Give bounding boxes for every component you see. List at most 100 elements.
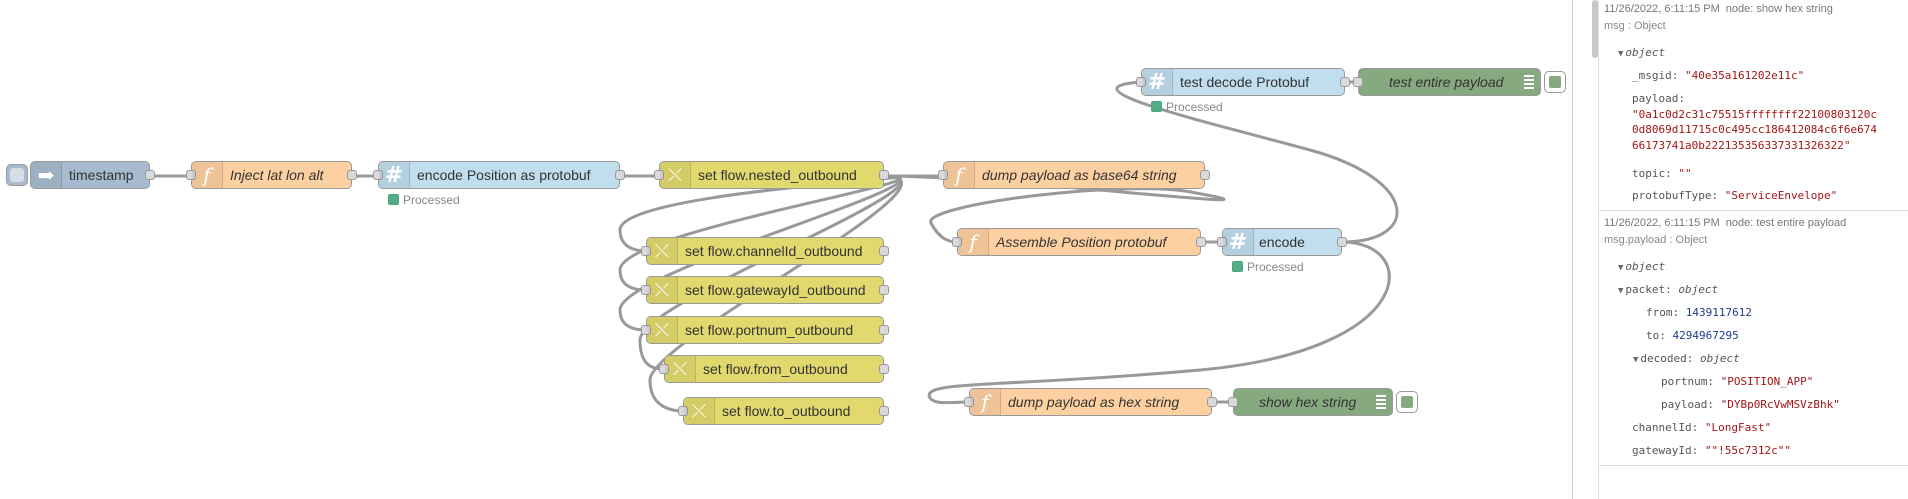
- output-port[interactable]: [1200, 170, 1210, 180]
- output-port[interactable]: [1337, 237, 1347, 247]
- timestamp-label: timestamp: [69, 167, 134, 183]
- tree-root[interactable]: ▼object: [1618, 46, 1666, 59]
- hash-icon: #: [379, 162, 410, 188]
- output-port[interactable]: [1196, 237, 1206, 247]
- test-decode-protobuf-node[interactable]: # test decode Protobuf: [1136, 68, 1350, 96]
- dump-hex-label: dump payload as hex string: [1008, 394, 1180, 410]
- input-port[interactable]: [1353, 77, 1363, 87]
- test-decode-protobuf-label: test decode Protobuf: [1180, 74, 1310, 90]
- tree-row: protobufType: "ServiceEnvelope": [1632, 189, 1838, 202]
- debug-message-1: 11/26/2022, 6:11:15 PM node: show hex str…: [1604, 3, 1904, 32]
- status-dot: [1151, 101, 1162, 112]
- function-icon: f: [970, 389, 1001, 415]
- tree-row-packet[interactable]: ▼packet: object: [1618, 283, 1719, 296]
- caret-down-icon: ▼: [1618, 49, 1624, 59]
- message-divider: [1599, 210, 1908, 211]
- function-icon: f: [958, 229, 989, 255]
- set-to-outbound-node[interactable]: ⤬ set flow.to_outbound: [678, 397, 889, 425]
- assemble-position-label: Assemble Position protobuf: [996, 234, 1167, 250]
- set-nested-outbound-label: set flow.nested_outbound: [698, 167, 857, 183]
- debug-toggle-button[interactable]: [1396, 391, 1418, 413]
- change-icon: ⤬: [647, 238, 678, 264]
- output-port[interactable]: [879, 364, 889, 374]
- tree-row: 66173741a0b222135356337331326322": [1632, 139, 1851, 152]
- output-port[interactable]: [145, 170, 155, 180]
- tree-root[interactable]: ▼object: [1618, 260, 1666, 273]
- input-port[interactable]: [938, 170, 948, 180]
- change-icon: ⤬: [647, 317, 678, 343]
- tree-row-decoded[interactable]: ▼decoded: object: [1633, 352, 1740, 365]
- tree-row: from: 1439117612: [1646, 306, 1752, 319]
- message-time: 11/26/2022, 6:11:15 PM: [1604, 3, 1720, 15]
- status-text: Processed: [1166, 100, 1223, 114]
- output-port[interactable]: [615, 170, 625, 180]
- inject-arrow-icon: ➡: [31, 162, 62, 188]
- input-port[interactable]: [1228, 397, 1238, 407]
- change-icon: ⤬: [684, 398, 715, 424]
- set-gatewayid-outbound-label: set flow.gatewayId_outbound: [685, 282, 866, 298]
- output-port[interactable]: [879, 170, 889, 180]
- caret-down-icon: ▼: [1633, 355, 1639, 365]
- input-port[interactable]: [186, 170, 196, 180]
- inject-lat-lon-alt-label: Inject lat lon alt: [230, 167, 324, 183]
- input-port[interactable]: [641, 325, 651, 335]
- set-portnum-outbound-label: set flow.portnum_outbound: [685, 322, 854, 338]
- message-node[interactable]: node: show hex string: [1725, 3, 1833, 15]
- message-divider: [1599, 465, 1908, 466]
- encode-position-label: encode Position as protobuf: [417, 167, 591, 183]
- output-port[interactable]: [347, 170, 357, 180]
- debug-sidebar: [1572, 0, 1908, 499]
- input-port[interactable]: [964, 397, 974, 407]
- tree-row: "0a1c0d2c31c75515ffffffff22100803120c: [1632, 108, 1878, 121]
- input-port[interactable]: [659, 364, 669, 374]
- show-hex-string-label: show hex string: [1259, 394, 1357, 410]
- output-port[interactable]: [879, 325, 889, 335]
- panel-edge: [1598, 0, 1599, 499]
- set-to-outbound-label: set flow.to_outbound: [722, 403, 851, 419]
- test-entire-payload-label: test entire payload: [1389, 74, 1504, 90]
- flow-canvas[interactable]: ➡ timestamp f Inject lat lon alt # encod…: [0, 0, 1572, 499]
- encode-node[interactable]: # encode: [1217, 228, 1347, 256]
- show-hex-string-node[interactable]: show hex string: [1228, 388, 1393, 416]
- input-port[interactable]: [373, 170, 383, 180]
- dump-base64-label: dump payload as base64 string: [982, 167, 1177, 183]
- debug-toggle-button[interactable]: [1544, 71, 1566, 93]
- inject-lat-lon-alt-node[interactable]: f Inject lat lon alt: [186, 161, 357, 189]
- input-port[interactable]: [1136, 77, 1146, 87]
- output-port[interactable]: [879, 285, 889, 295]
- output-port[interactable]: [1207, 397, 1217, 407]
- input-port[interactable]: [952, 237, 962, 247]
- test-entire-payload-node[interactable]: test entire payload: [1353, 68, 1541, 96]
- message-meta: 11/26/2022, 6:11:15 PM node: show hex str…: [1604, 3, 1904, 15]
- input-port[interactable]: [678, 406, 688, 416]
- set-channelid-outbound-node[interactable]: ⤬ set flow.channelId_outbound: [641, 237, 889, 265]
- status-text: Processed: [1247, 260, 1304, 274]
- debug-scrollbar[interactable]: [1592, 0, 1598, 58]
- input-port[interactable]: [654, 170, 664, 180]
- output-port[interactable]: [879, 406, 889, 416]
- encode-position-node[interactable]: # encode Position as protobuf: [373, 161, 625, 189]
- message-node[interactable]: node: test entire payload: [1725, 217, 1847, 229]
- dump-base64-node[interactable]: f dump payload as base64 string: [938, 161, 1210, 189]
- set-from-outbound-node[interactable]: ⤬ set flow.from_outbound: [659, 355, 889, 383]
- timestamp-node[interactable]: ➡ timestamp: [30, 161, 155, 189]
- message-time: 11/26/2022, 6:11:15 PM: [1604, 217, 1720, 229]
- encode-status: Processed: [1232, 260, 1304, 274]
- inject-button[interactable]: [6, 164, 28, 186]
- input-port[interactable]: [641, 285, 651, 295]
- dump-hex-node[interactable]: f dump payload as hex string: [964, 388, 1217, 416]
- debug-list-icon: [1524, 75, 1534, 89]
- tree-row: gatewayId: ""!55c7312c"": [1632, 444, 1791, 457]
- output-port[interactable]: [879, 246, 889, 256]
- output-port[interactable]: [1340, 77, 1350, 87]
- assemble-position-node[interactable]: f Assemble Position protobuf: [952, 228, 1206, 256]
- debug-message-2: 11/26/2022, 6:11:15 PM node: test entire …: [1604, 217, 1904, 246]
- set-portnum-outbound-node[interactable]: ⤬ set flow.portnum_outbound: [641, 316, 889, 344]
- set-nested-outbound-node[interactable]: ⤬ set flow.nested_outbound: [654, 161, 889, 189]
- set-gatewayid-outbound-node[interactable]: ⤬ set flow.gatewayId_outbound: [641, 276, 889, 304]
- message-topic: msg.payload : Object: [1604, 234, 1708, 246]
- input-port[interactable]: [1217, 237, 1227, 247]
- tree-row: to: 4294967295: [1646, 329, 1739, 342]
- input-port[interactable]: [641, 246, 651, 256]
- tree-row: portnum: "POSITION_APP": [1661, 375, 1814, 388]
